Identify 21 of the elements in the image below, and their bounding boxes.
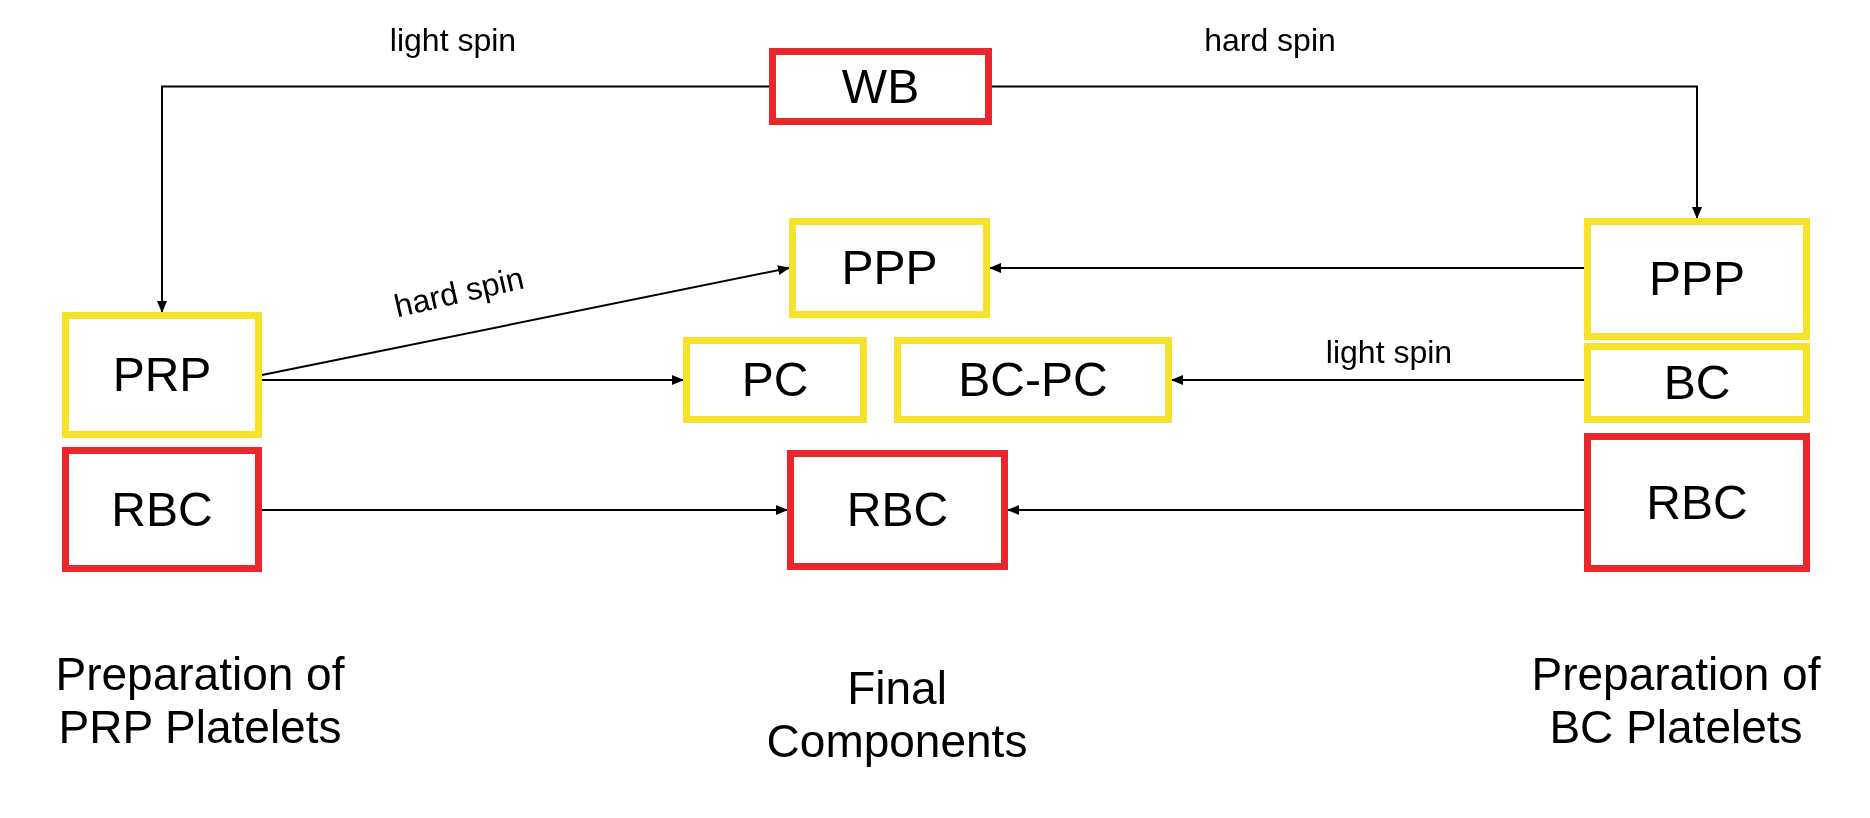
arrow — [1171, 375, 1585, 385]
arrow — [157, 85, 770, 313]
arrow — [989, 263, 1585, 273]
component-box: BC-PC — [894, 337, 1172, 423]
component-box: PPP — [789, 218, 990, 318]
arrow — [991, 85, 1702, 219]
arrow — [261, 505, 788, 515]
component-box: RBC — [787, 450, 1008, 570]
component-box: RBC — [1584, 433, 1810, 572]
component-box: PRP — [62, 312, 262, 438]
component-box: BC — [1584, 343, 1810, 423]
column-caption: Final Components — [765, 662, 1029, 768]
arrow — [1007, 505, 1585, 515]
column-caption: Preparation of BC Platelets — [1530, 648, 1822, 754]
component-box: PC — [683, 337, 867, 423]
component-box: WB — [769, 48, 992, 125]
column-caption: Preparation of PRP Platelets — [54, 648, 346, 754]
arrow — [261, 265, 790, 376]
arrow — [261, 375, 684, 385]
component-box: RBC — [62, 447, 262, 572]
component-box: PPP — [1584, 218, 1810, 340]
